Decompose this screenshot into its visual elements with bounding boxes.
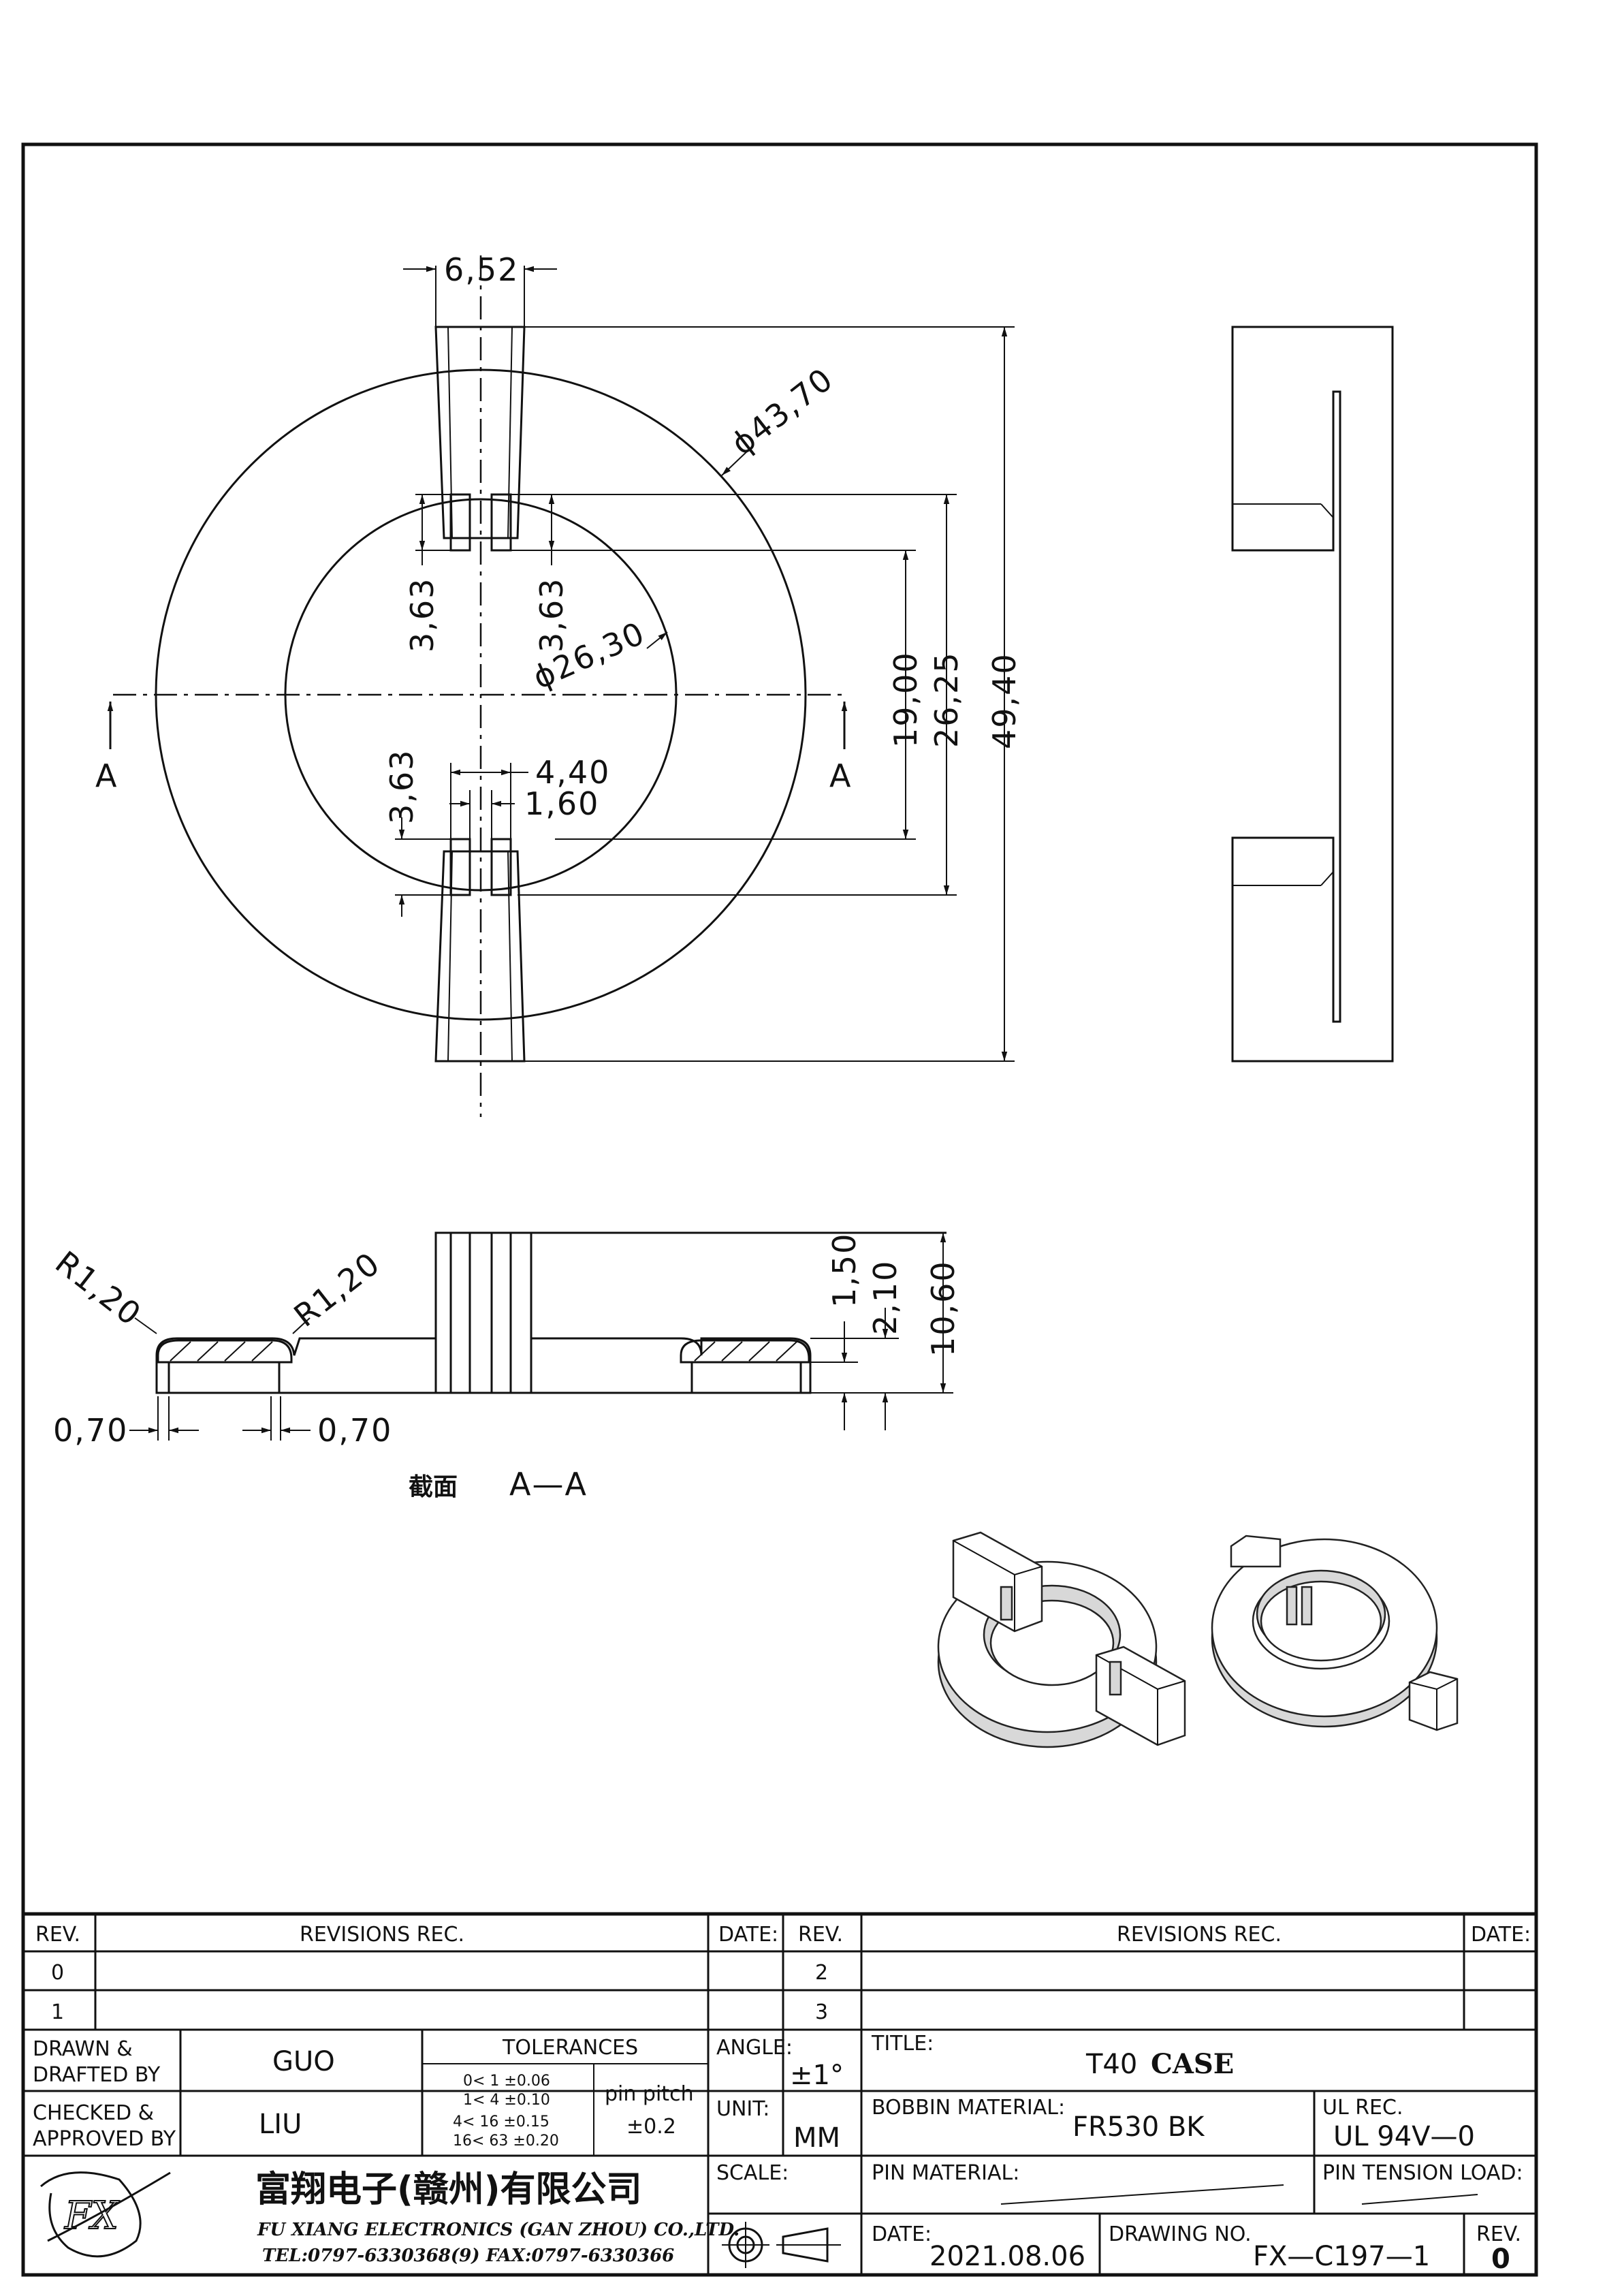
date-value: 2021.08.06 (929, 2241, 1085, 2272)
pin-material-label: PIN MATERIAL: (872, 2161, 1019, 2185)
dim-radius-left: R1,20 (48, 1244, 148, 1333)
section-label: A—A (509, 1466, 588, 1503)
dim-height-base: 2,10 (867, 1260, 904, 1335)
angle-label: ANGLE: (716, 2036, 793, 2060)
bobbin-material-value: FR530 BK (1072, 2111, 1205, 2143)
tolerances-label: TOLERANCES (502, 2036, 638, 2060)
revisions-header-right: REVISIONS REC. (1117, 1923, 1282, 1947)
tolerance-row-1: 0< 1 ±0.06 (463, 2073, 550, 2090)
section-marker-left: A (95, 757, 118, 794)
tolerance-row-3: 4< 16 ±0.15 (453, 2113, 550, 2130)
dim-height-total: 10,60 (925, 1260, 961, 1357)
dim-slot-depth-right: 3,63 (533, 578, 570, 652)
hatch-right (694, 1341, 797, 1362)
bobbin-material-label: BOBBIN MATERIAL: (872, 2096, 1065, 2120)
title-value-b: CASE (1151, 2048, 1234, 2080)
drawn-label-1: DRAWN & (33, 2037, 133, 2061)
projection-symbol (722, 2222, 841, 2268)
company-name-en: FU XIANG ELECTRONICS (GAN ZHOU) CO.,LTD. (257, 2220, 740, 2240)
date-header: DATE: (718, 1923, 778, 1947)
dim-slot-depth-left: 3,63 (404, 578, 441, 652)
section-view: R1,20 R1,20 0,70 0,70 1,50 2,10 10,60 截面… (48, 1231, 961, 1503)
drawn-label-2: DRAFTED BY (33, 2063, 161, 2087)
title-value-a: T40 (1085, 2049, 1137, 2080)
angle-value: ±1° (790, 2060, 844, 2091)
pin-tension-label: PIN TENSION LOAD: (1322, 2161, 1523, 2185)
dim-slot-depth-bottom: 3,63 (383, 749, 420, 824)
drawing-no-label: DRAWING NO. (1109, 2222, 1252, 2246)
rev-row-0: 0 (51, 1961, 64, 1985)
scale-label: SCALE: (716, 2161, 789, 2185)
rev-row-3: 3 (815, 2000, 828, 2024)
dim-wall-right: 0,70 (317, 1412, 392, 1449)
tolerance-row-4: 16< 63 ±0.20 (453, 2133, 559, 2150)
rev-header: REV. (35, 1923, 80, 1947)
dim-top-width: 6,52 (444, 251, 519, 288)
rev-label: REV. (1476, 2222, 1521, 2246)
dim-slot-inner-width: 1,60 (524, 785, 599, 822)
rev-row-1: 1 (51, 2000, 64, 2024)
checked-label-1: CHECKED & (33, 2101, 154, 2125)
title-block: REV. REVISIONS REC. DATE: REV. REVISIONS… (21, 1912, 1538, 2277)
dim-slot-outer-width: 4,40 (535, 754, 610, 791)
svg-text:FX: FX (64, 2194, 120, 2238)
revisions-header: REVISIONS REC. (300, 1923, 464, 1947)
date-label: DATE: (872, 2222, 932, 2246)
ul-rec-label: UL REC. (1322, 2096, 1403, 2120)
pin-pitch-label: pin pitch (605, 2082, 694, 2106)
hatch-left (170, 1341, 273, 1362)
drawing-no-value: FX—C197—1 (1253, 2241, 1430, 2272)
dim-radius-right: R1,20 (287, 1244, 387, 1334)
dim-inner-span: 19,00 (887, 651, 924, 748)
dim-outer-diameter: ϕ43,70 (725, 360, 840, 462)
side-view (1231, 326, 1394, 1063)
dim-slot-span: 26,25 (928, 651, 965, 748)
rev-value: 0 (1491, 2244, 1510, 2275)
plan-view: 6,52 ϕ43,70 3,63 3,63 ϕ26,30 4,40 1,60 (95, 251, 1023, 1117)
isometric-view-2 (1211, 1535, 1459, 1731)
date-header-right: DATE: (1471, 1923, 1531, 1947)
pin-pitch-value: ±0.2 (626, 2115, 676, 2139)
tolerance-row-2: 1< 4 ±0.10 (463, 2092, 550, 2109)
isometric-view-1 (937, 1531, 1186, 1748)
unit-label: UNIT: (716, 2097, 769, 2121)
dim-overall-length: 49,40 (986, 652, 1023, 749)
drawn-by: GUO (272, 2046, 335, 2077)
section-marker-right: A (829, 757, 852, 794)
checked-label-2: APPROVED BY (33, 2127, 176, 2151)
drawing-frame (21, 142, 1538, 2277)
section-label-cn: 截面 (409, 1473, 458, 1501)
ul-rec-value: UL 94V—0 (1333, 2121, 1475, 2152)
title-label: TITLE: (871, 2032, 934, 2056)
checked-by: LIU (259, 2109, 302, 2140)
company-contact: TEL:0797-6330368(9) FAX:0797-6330366 (262, 2246, 674, 2266)
rev-row-2: 2 (815, 1961, 828, 1985)
company-logo: FX (40, 2171, 171, 2258)
unit-value: MM (793, 2122, 840, 2154)
rev-header-right: REV. (798, 1923, 843, 1947)
dim-height-rim: 1,50 (826, 1233, 863, 1308)
dim-wall-left: 0,70 (53, 1412, 128, 1449)
company-name-cn: 富翔电子(赣州)有限公司 (255, 2169, 642, 2210)
